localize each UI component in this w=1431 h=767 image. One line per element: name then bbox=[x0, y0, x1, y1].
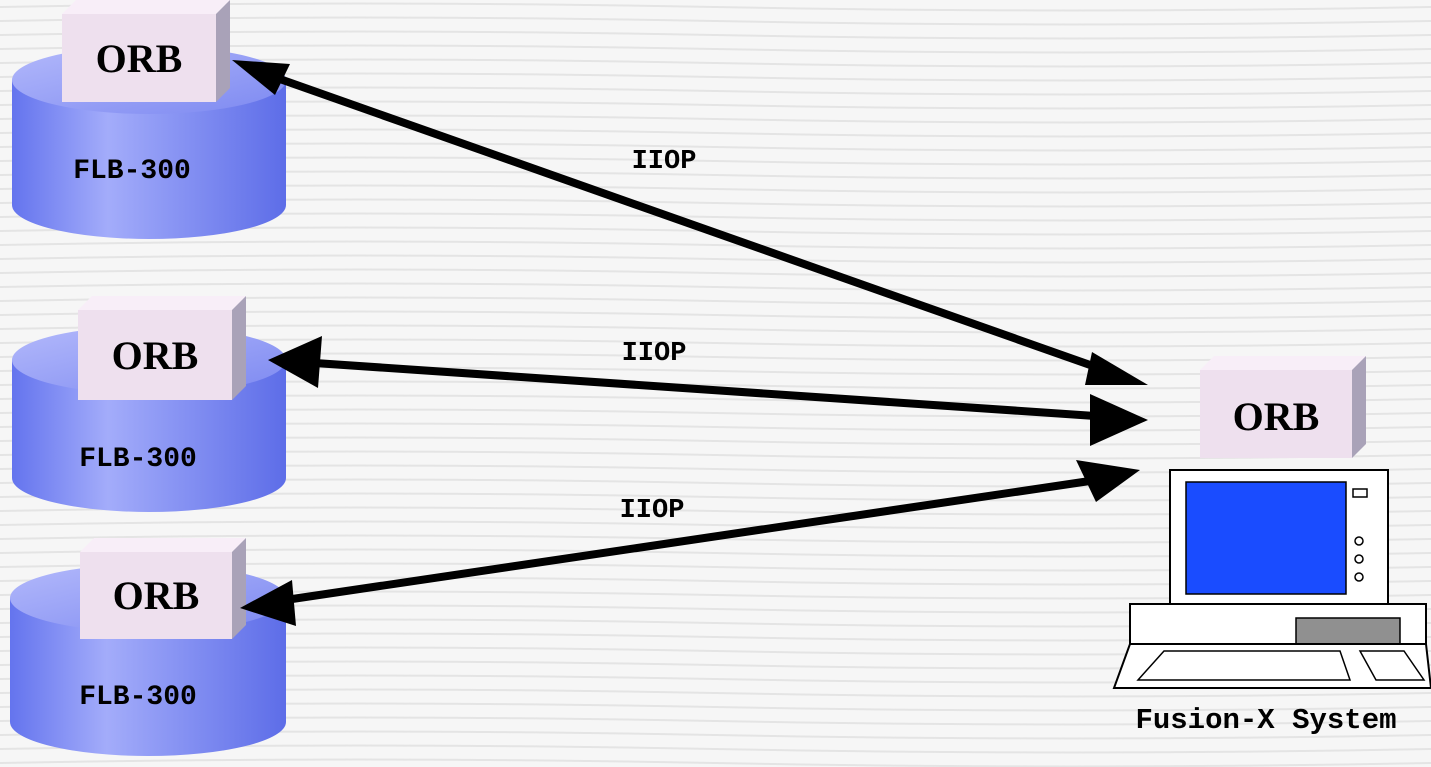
orb-label: ORB bbox=[113, 573, 200, 618]
orb-label: ORB bbox=[112, 333, 199, 378]
orb-label: ORB bbox=[96, 36, 183, 81]
arrowhead-icon bbox=[268, 336, 322, 388]
orb-box: ORB bbox=[1200, 356, 1366, 458]
double-arrow-line bbox=[258, 68, 1112, 376]
screen bbox=[1185, 481, 1347, 595]
arrowhead-icon bbox=[232, 60, 290, 95]
orb-label: ORB bbox=[1233, 394, 1320, 439]
orb-box: ORB bbox=[78, 296, 246, 400]
arrowhead-icon bbox=[1085, 352, 1148, 385]
computer-icon bbox=[1112, 469, 1431, 689]
database-label: FLB-300 bbox=[79, 682, 197, 713]
protocol-label: IIOP bbox=[620, 496, 685, 526]
orb-box: ORB bbox=[80, 538, 246, 639]
database-node-1: ORB FLB-300 bbox=[12, 0, 286, 239]
database-node-2: ORB FLB-300 bbox=[12, 296, 286, 512]
keyboard bbox=[1112, 643, 1431, 689]
disk-drive bbox=[1295, 617, 1401, 645]
connection-2: IIOP bbox=[268, 336, 1148, 446]
arrowhead-icon bbox=[1076, 460, 1140, 502]
system-node: ORB Fusion-X System bbox=[1112, 356, 1431, 737]
double-arrow-line bbox=[299, 358, 1111, 421]
arrowhead-icon bbox=[1090, 394, 1148, 446]
protocol-label: IIOP bbox=[622, 339, 687, 369]
connection-1: IIOP bbox=[232, 60, 1148, 385]
connection-3: IIOP bbox=[240, 460, 1140, 626]
arrowhead-icon bbox=[240, 580, 296, 626]
database-label: FLB-300 bbox=[79, 444, 197, 475]
system-label: Fusion-X System bbox=[1135, 704, 1396, 737]
protocol-label: IIOP bbox=[632, 147, 697, 177]
double-arrow-line bbox=[271, 474, 1111, 606]
database-label: FLB-300 bbox=[73, 156, 191, 187]
orb-box: ORB bbox=[62, 0, 230, 102]
database-node-3: ORB FLB-300 bbox=[10, 538, 286, 756]
